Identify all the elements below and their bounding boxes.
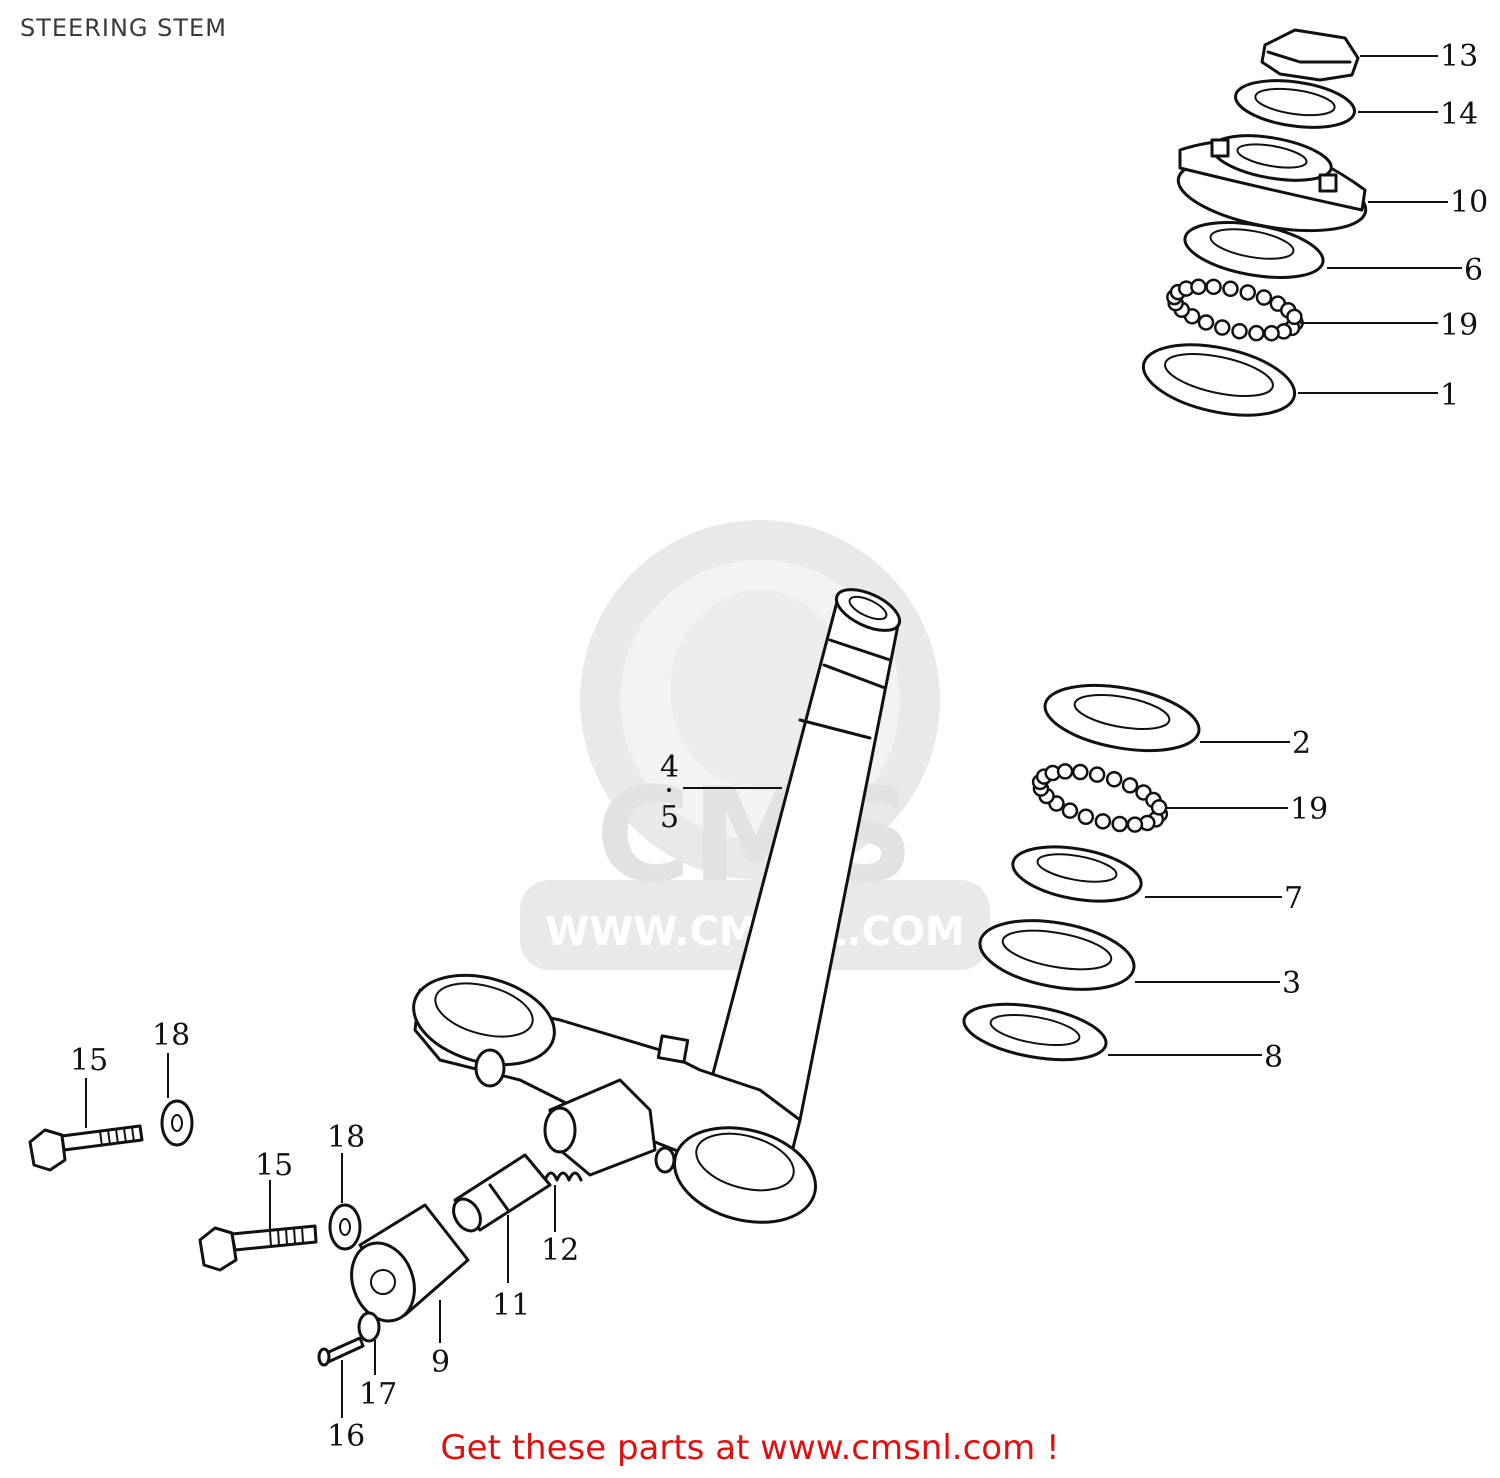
part-1-race [1141,343,1297,417]
part-6-cone-race [1183,221,1325,279]
part-18-washer-lower [328,1203,362,1251]
bearing-ball [1121,777,1139,794]
part-3-race [978,919,1136,991]
callout-6: 6 [1464,253,1483,288]
callout-8: 8 [1264,1040,1283,1075]
part-15-bolt-lower [198,1224,318,1272]
callout-9: 9 [431,1345,450,1380]
bearing-ball [1255,289,1273,306]
bearing-ball [1072,763,1089,781]
part-2-dust-seal [1043,683,1201,753]
part-14-washer [1234,79,1356,129]
callout-18-upper: 18 [152,1018,190,1053]
bearing-ball [1056,763,1074,780]
bearing-ball [1105,770,1123,788]
bearing-ball [1197,314,1215,331]
bearing-ball [1214,319,1231,336]
callout-1: 1 [1440,378,1459,413]
callout-4: 4 [660,750,679,785]
bearing-ball [1126,816,1144,833]
callout-5: 5 [660,800,679,835]
callout-13: 13 [1440,39,1478,74]
callout-14: 14 [1440,97,1478,132]
bearing-ball [1061,802,1079,819]
bearing-ball [1077,808,1095,826]
part-12-spring [543,1171,583,1182]
diagram-title: STEERING STEM [20,14,227,42]
callout-15-lower: 15 [255,1148,293,1183]
callout-numbers: 13 14 10 6 19 1 2 19 7 3 8 4 5 15 18 15 … [70,39,1488,1454]
part-11-lock-pin [452,1153,552,1233]
part-13-nut [1260,28,1360,82]
part-10-castle-nut [1176,134,1368,233]
bearing-ball [1263,324,1280,342]
callout-17: 17 [359,1377,397,1412]
footer-cmsnl-link[interactable]: Get these parts at www.cmsnl.com ! [440,1428,1060,1468]
part-19-ball-bearings-top [1166,278,1304,342]
part-16-screw [317,1336,365,1367]
bearing-ball [1239,284,1256,301]
cms-watermark-logo: CMS WWW.CMSNL.COM [520,520,990,970]
leader-lines [85,55,1462,1418]
callout-12: 12 [541,1233,579,1268]
bearing-ball [1088,766,1106,783]
bearing-ball [1231,322,1248,340]
callout-18-lower: 18 [327,1120,365,1155]
part-8-washer [962,1002,1108,1062]
bearing-ball [1111,815,1128,833]
callout-16: 16 [327,1419,365,1454]
callout-11: 11 [492,1288,530,1323]
callout-2: 2 [1292,726,1311,761]
bearing-ball [1248,324,1265,342]
part-17-washer [357,1311,381,1343]
bearing-ball [1190,278,1207,296]
part-18-washer-upper [160,1099,194,1147]
bearing-ball [1094,813,1112,830]
callout-7: 7 [1284,881,1303,916]
part-19-ball-bearings-bottom [1031,763,1169,833]
callout-19-top: 19 [1440,308,1478,343]
part-7-cone-race [1011,845,1143,903]
part-15-bolt-upper [28,1124,144,1172]
bearing-ball [1205,278,1222,296]
bearing-ball [1150,799,1168,816]
callout-3: 3 [1282,966,1301,1001]
part-4-5-steering-stem [412,588,902,1224]
callout-19-bottom: 19 [1290,792,1328,827]
part-9-steering-lock [350,1203,470,1323]
bearing-ball [1286,308,1303,326]
bearing-ball [1222,280,1239,298]
callout-10: 10 [1450,185,1488,220]
callout-15-upper: 15 [70,1043,108,1078]
